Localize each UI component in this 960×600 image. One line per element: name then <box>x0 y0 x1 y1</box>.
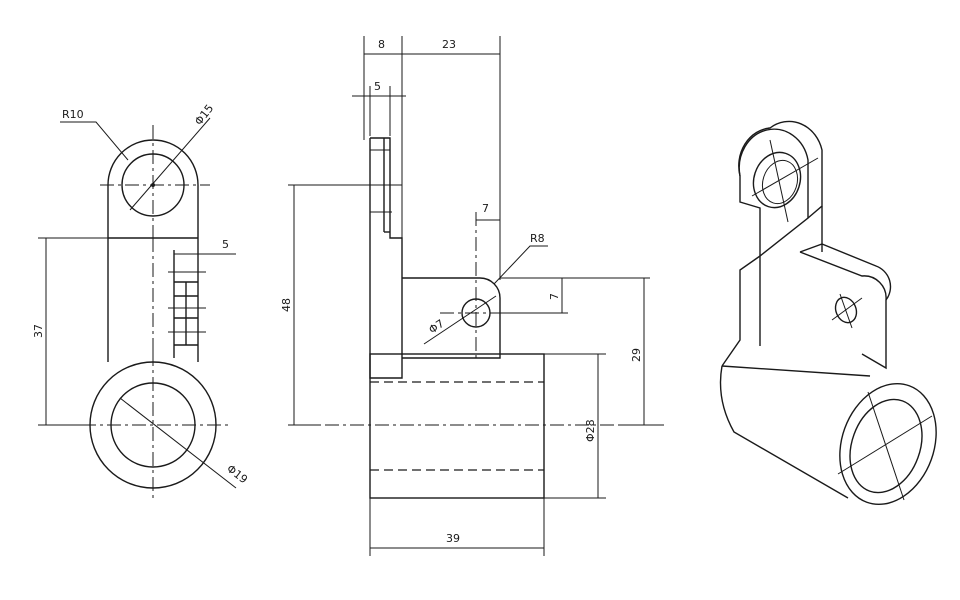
iso-cylinder-body <box>719 365 849 499</box>
slot-width-label: 5 <box>222 238 229 251</box>
cylinder-diameter-label: Φ28 <box>584 419 597 442</box>
iso-top-hole-axis-a <box>751 157 819 197</box>
iso-cylinder-hole <box>849 398 923 494</box>
lower-height-label: 29 <box>630 348 643 362</box>
offset-label: 23 <box>442 38 456 51</box>
iso-plate-edge <box>738 120 823 219</box>
iso-cylinder-top-edge <box>721 365 871 377</box>
pin-hole-label: Φ7 <box>426 317 446 337</box>
front-view-outline <box>107 139 199 238</box>
arc-radius-label: R8 <box>530 232 545 245</box>
cylinder-outline <box>369 353 545 499</box>
radius-leader <box>60 121 129 161</box>
height-label: 48 <box>280 298 293 312</box>
pin-hole-leader <box>423 295 497 345</box>
cylinder-length-label: 39 <box>446 532 460 545</box>
iso-tab-outline <box>799 251 887 370</box>
center-distance-label: 37 <box>32 324 45 338</box>
plate-outline <box>369 137 403 379</box>
radius-label: R10 <box>62 108 84 121</box>
iso-top-hole-outer <box>752 151 802 209</box>
side-view: 8 23 5 7 R8 7 Φ7 48 29 Φ28 <box>280 36 664 556</box>
arc-radius-leader <box>493 245 548 285</box>
top-hole-leader <box>129 117 211 211</box>
iso-top-hole-inner <box>761 159 799 205</box>
top-width-label: 8 <box>378 38 385 51</box>
iso-tab-hole-axis-b <box>839 293 853 329</box>
tab-width-label: 5 <box>374 80 381 93</box>
hole-offset-label: 7 <box>482 202 489 215</box>
iso-plate-front <box>738 128 809 258</box>
iso-top-hole-axis-b <box>769 139 789 223</box>
iso-cylinder-end <box>839 382 937 506</box>
iso-cylinder-axis-b <box>867 391 905 501</box>
bottom-hole-leader <box>119 397 237 489</box>
bottom-hole-label: Φ19 <box>224 462 250 486</box>
iso-tab-top <box>799 243 892 301</box>
top-hole-label: Φ15 <box>192 102 216 128</box>
tab-outline <box>402 277 501 359</box>
isometric-view <box>719 120 937 506</box>
iso-cylinder-axis-a <box>837 415 933 475</box>
hole-height-label: 7 <box>548 293 561 300</box>
iso-tab-hole-axis-a <box>831 297 863 321</box>
iso-plate-lower <box>721 255 761 367</box>
front-view: 5 R10 Φ15 Φ19 37 <box>32 102 250 498</box>
